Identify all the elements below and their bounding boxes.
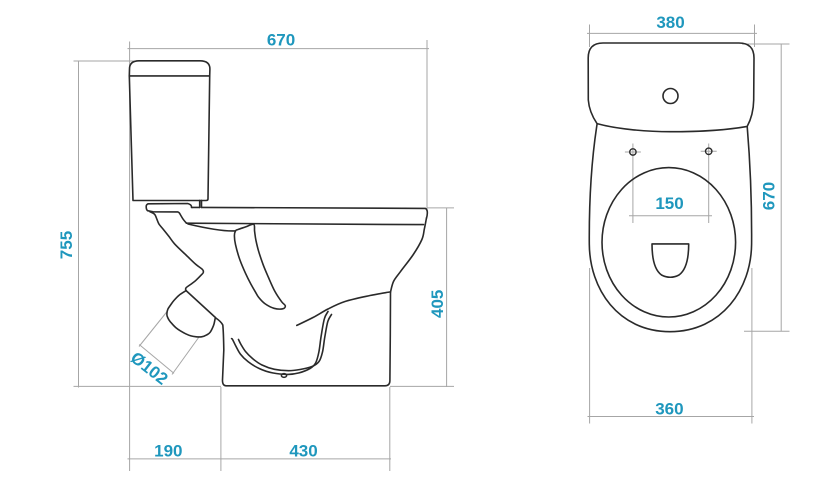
svg-text:670: 670 [267,31,295,50]
svg-text:430: 430 [289,442,317,461]
svg-text:755: 755 [57,231,76,259]
svg-text:190: 190 [154,442,182,461]
svg-text:150: 150 [655,194,683,213]
svg-text:360: 360 [655,399,683,418]
svg-text:380: 380 [656,13,684,32]
svg-text:670: 670 [760,182,779,210]
svg-text:405: 405 [428,290,447,318]
svg-text:Ø102: Ø102 [127,348,171,389]
